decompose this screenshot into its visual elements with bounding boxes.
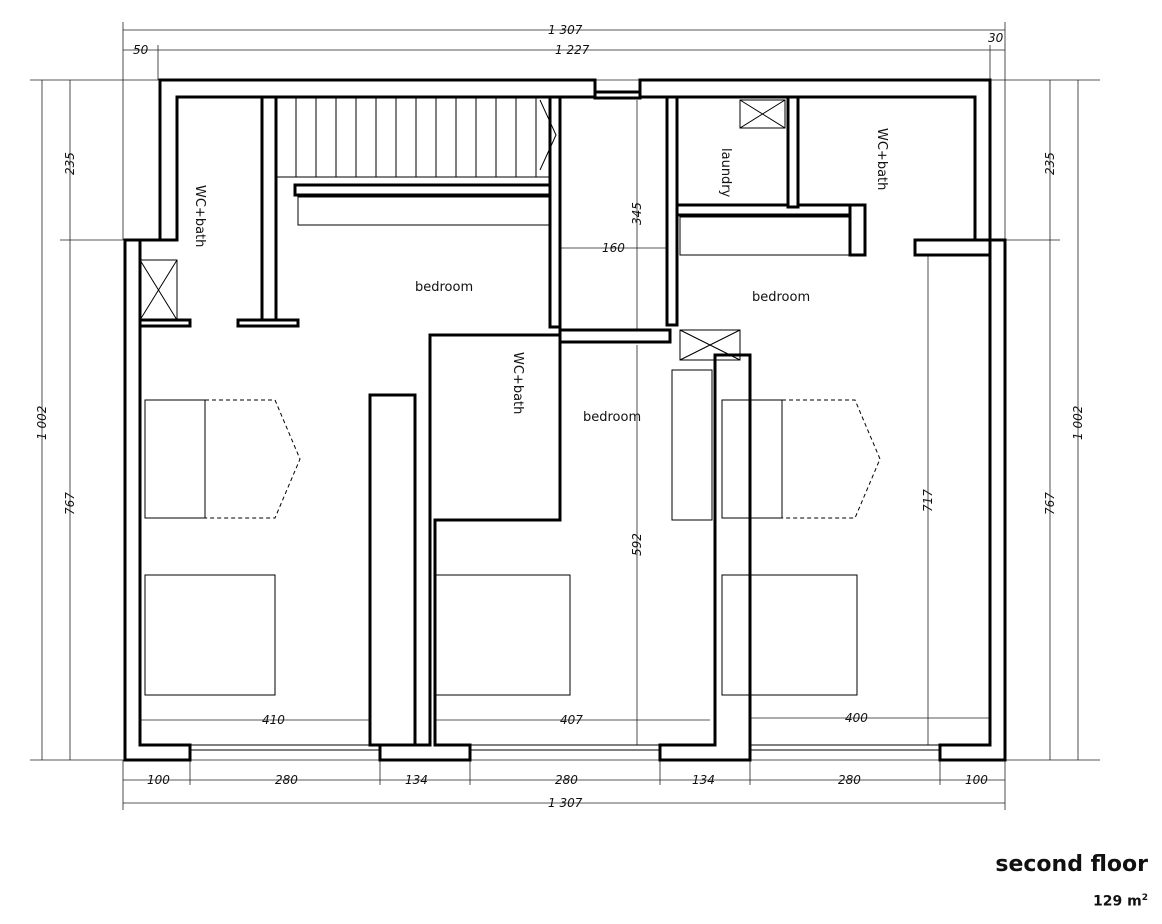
dim-bottom-seg: 280 [275,773,298,787]
dim-bottom-seg: 100 [147,773,170,787]
dim-top-left: 50 [133,43,149,57]
walls [123,78,1007,762]
room-label-bedroom-left: bedroom [415,280,473,295]
dim-corridor-depth: 345 [630,202,644,225]
room-label-bedroom-right: bedroom [752,290,810,305]
dim-bottom-seg: 134 [692,773,715,787]
room-label-laundry: laundry [718,148,733,198]
floor-area-value: 129 m [1093,893,1142,910]
dim-bottom-total: 1 307 [548,796,583,810]
room-label-wc-left: WC+bath [192,185,207,247]
dim-left-lower: 767 [63,492,77,515]
room-label-wc-middle: WC+bath [510,352,525,414]
dim-top-inner: 1 227 [555,43,590,57]
dim-left-total: 1 002 [35,406,49,440]
shafts [139,99,786,361]
dim-corridor-width: 160 [602,241,625,255]
dim-bottom-seg: 280 [555,773,578,787]
room-label-bedroom-middle: bedroom [583,410,641,425]
floor-area-unit-exponent: 2 [1141,893,1148,903]
floor-title: second floor [995,852,1148,877]
room-labels: WC+bath bedroom laundry WC+bath bedroom … [192,128,889,425]
dim-bottom-seg: 134 [405,773,428,787]
dim-bottom-seg: 100 [965,773,988,787]
floor-area: 129 m2 [1093,893,1148,910]
room-label-wc-right: WC+bath [874,128,889,190]
dim-right-upper: 235 [1043,152,1057,175]
dim-bottom-seg: 280 [838,773,861,787]
dim-middle-depth: 592 [630,533,644,556]
dim-left-room-width: 410 [262,713,285,727]
dim-middle-room-width: 407 [560,713,583,727]
dim-top-total: 1 307 [548,23,583,37]
dim-top-right: 30 [988,31,1004,45]
dimension-lines [30,22,1100,810]
dim-right-total: 1 002 [1071,406,1085,440]
dim-left-upper: 235 [63,152,77,175]
stairs [275,96,557,178]
dim-right-depth: 717 [921,489,935,512]
beds [144,399,881,696]
dim-right-room-width: 400 [845,711,868,725]
wardrobes [297,196,851,521]
dim-right-lower: 767 [1043,492,1057,515]
dimension-labels: 1 307 50 1 227 30 235 1 002 767 235 1 00… [35,23,1085,810]
